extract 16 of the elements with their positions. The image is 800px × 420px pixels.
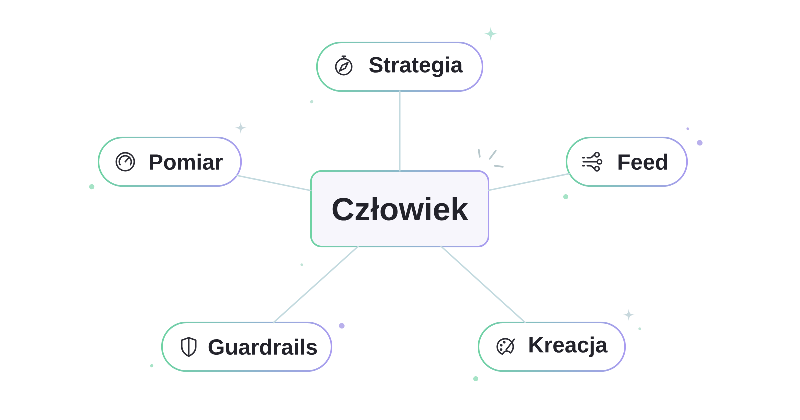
pill-node: Guardrails (163, 324, 331, 370)
connector-line (440, 246, 526, 324)
node-label: Feed (618, 154, 668, 170)
node-label: Guardrails (208, 338, 318, 356)
connector-line (236, 174, 312, 192)
connector-line (272, 246, 360, 324)
node-label: Pomiar (150, 154, 223, 170)
pill-node: Strategia (318, 44, 482, 90)
pill-node: Kreacja (480, 324, 624, 370)
connector-line (488, 173, 570, 192)
node-label: Kreacja (530, 336, 608, 358)
central-box: Człowiek (312, 172, 488, 246)
connector-line (399, 90, 401, 172)
pill-node: Pomiar (100, 138, 240, 186)
pill-node: Feed (568, 138, 686, 186)
node-label: Strategia (370, 56, 464, 78)
